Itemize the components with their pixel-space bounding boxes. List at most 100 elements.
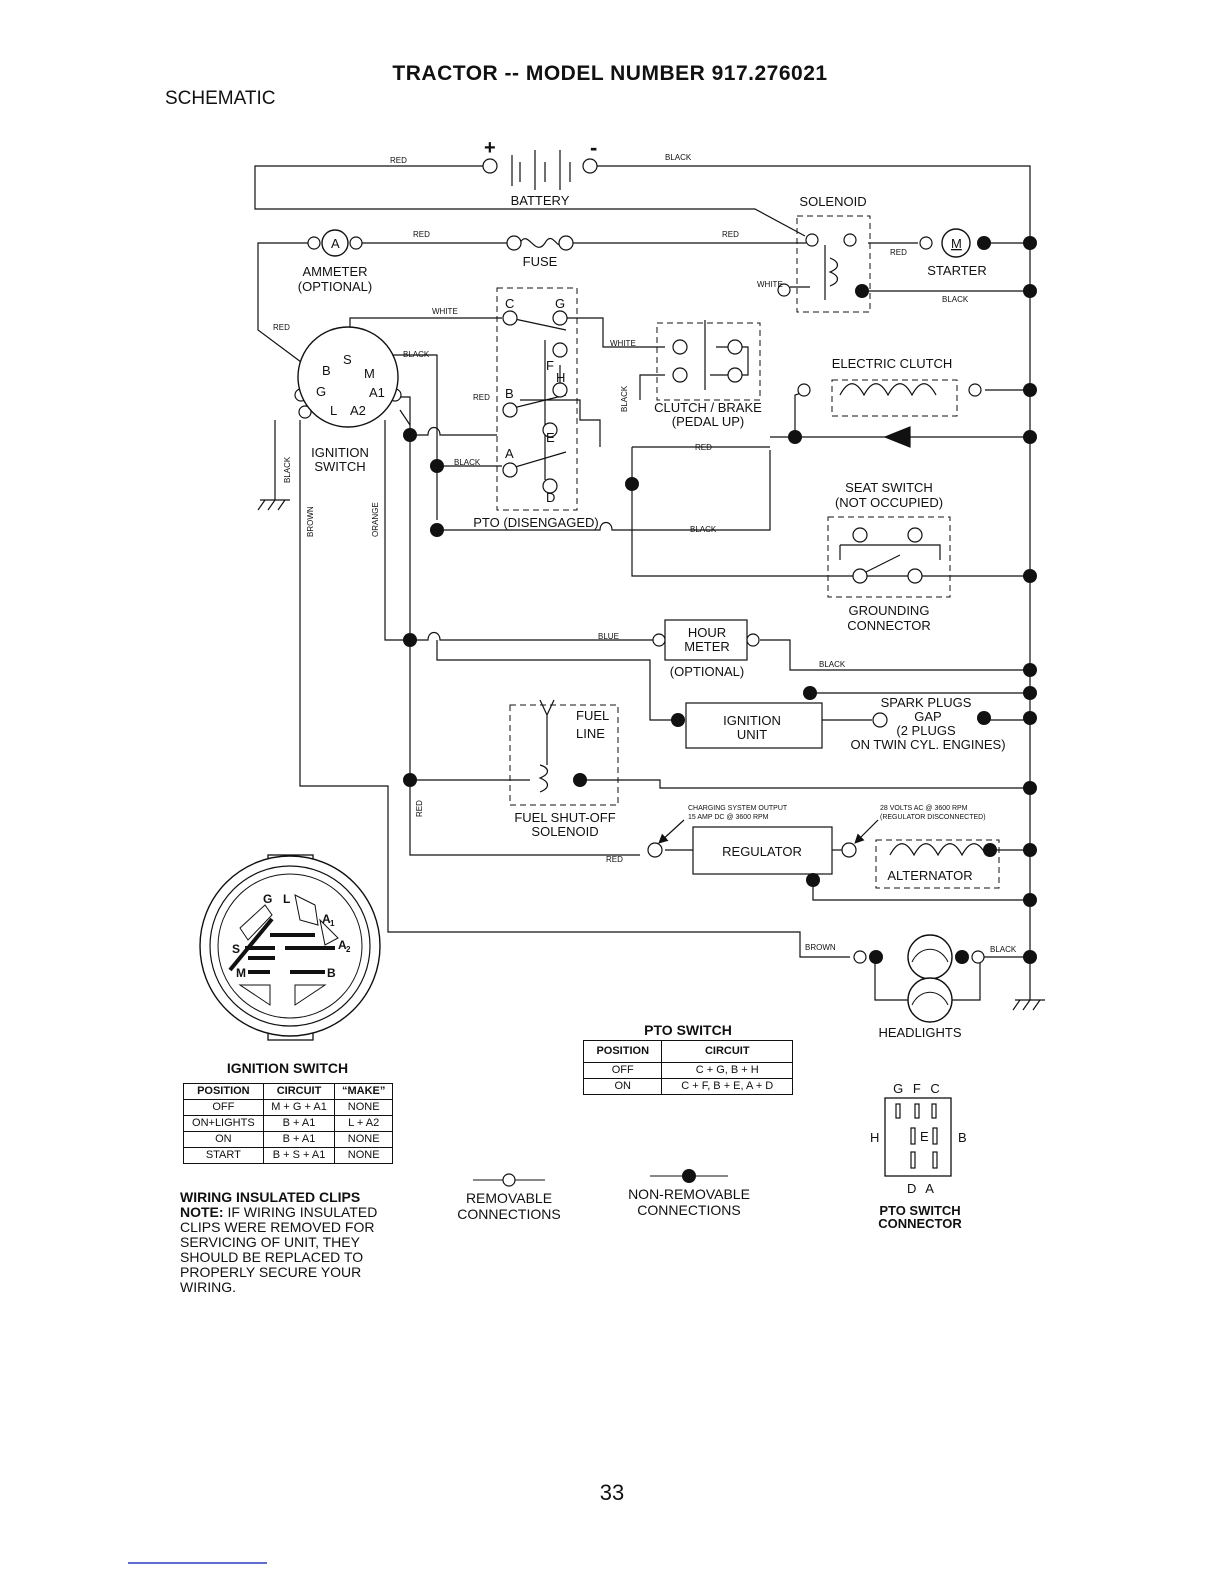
wire-label-white: WHITE — [757, 280, 783, 289]
headlight-filaments — [911, 948, 949, 1006]
pto-connector-bottom: D A — [907, 1181, 937, 1196]
spark-plugs-label-4: ON TWIN CYL. ENGINES) — [850, 737, 1005, 752]
pto-terminal-b: B — [505, 386, 514, 401]
wire-label-red: RED — [413, 230, 430, 239]
seat-switch-label: SEAT SWITCH — [845, 480, 933, 495]
grounding-label-1: GROUNDING — [849, 603, 930, 618]
note-heading: WIRING INSULATED CLIPS — [180, 1189, 361, 1205]
table-row: OFF C + G, B + H — [582, 1062, 793, 1079]
ignition-table-title: IGNITION SWITCH — [226, 1060, 349, 1076]
charging-notes: CHARGING SYSTEM OUTPUT 15 AMP DC @ 3600 … — [688, 805, 986, 821]
table-cell: L + A2 — [334, 1115, 393, 1132]
face-a1: A — [322, 912, 331, 926]
alternator-label: ALTERNATOR — [887, 868, 972, 883]
page-title: TRACTOR -- MODEL NUMBER 917.276021 — [392, 62, 827, 85]
wire-label-black: BLACK — [454, 458, 481, 467]
table-cell: NONE — [334, 1131, 393, 1148]
hour-meter-label-2: METER — [684, 639, 730, 654]
headlights-label: HEADLIGHTS — [878, 1025, 961, 1040]
hour-meter-label-1: HOUR — [688, 625, 726, 640]
wire-label-black: BLACK — [690, 525, 717, 534]
ign-terminal-m: M — [364, 366, 375, 381]
table-cell: ON — [582, 1078, 663, 1095]
spark-plugs-label-1: SPARK PLUGS — [881, 695, 972, 710]
ignition-unit-label-1: IGNITION — [723, 713, 781, 728]
component-labels: BATTERY SOLENOID AMMETER (OPTIONAL) FUSE… — [298, 193, 1006, 1040]
note-text: IF WIRING INSULATED CLIPS WERE REMOVED F… — [180, 1204, 378, 1295]
table-cell: NONE — [334, 1147, 393, 1164]
wire-label-blue: BLUE — [598, 632, 619, 641]
table-row: ON B + A1 NONE — [183, 1131, 393, 1148]
not-occupied-label: (NOT OCCUPIED) — [835, 495, 943, 510]
header-position: POSITION — [183, 1083, 264, 1100]
starter-m: M — [951, 236, 962, 251]
wire-label-red: RED — [695, 443, 712, 452]
wire-label-black: BLACK — [403, 350, 430, 359]
non-removable-connectors — [403, 236, 1037, 964]
note-body: NOTE: IF WIRING INSULATED CLIPS WERE REM… — [180, 1205, 405, 1295]
ac-volts-label-1: 28 VOLTS AC @ 3600 RPM — [880, 805, 968, 812]
face-s: S — [232, 942, 240, 956]
pto-terminal-d: D — [546, 490, 555, 505]
table-cell: ON — [183, 1131, 264, 1148]
pto-connector-center: E — [920, 1129, 929, 1144]
wire-label-red: RED — [473, 393, 490, 402]
ign-terminal-b: B — [322, 363, 331, 378]
wire-label-black: BLACK — [665, 153, 692, 162]
legend: REMOVABLE CONNECTIONS NON-REMOVABLE CONN… — [457, 1169, 750, 1222]
ammeter-label: AMMETER — [303, 264, 368, 279]
wire-label-black: BLACK — [990, 945, 1017, 954]
note-prefix: NOTE: — [180, 1204, 224, 1220]
battery-label: BATTERY — [511, 193, 570, 208]
wire-label-black: BLACK — [819, 660, 846, 669]
table-row: ON C + F, B + E, A + D — [582, 1078, 793, 1095]
fuel-solenoid-label-1: FUEL SHUT-OFF — [514, 810, 615, 825]
table-header-row: POSITION CIRCUIT — [582, 1040, 793, 1063]
charging-output-label-2: 15 AMP DC @ 3600 RPM — [688, 814, 769, 821]
table-cell: OFF — [183, 1099, 264, 1116]
fuel-solenoid-label-2: SOLENOID — [531, 824, 598, 839]
face-b: B — [327, 966, 336, 980]
pto-terminal-c: C — [505, 296, 514, 311]
removable-label-2: CONNECTIONS — [457, 1206, 560, 1222]
spark-plugs-label-3: (2 PLUGS — [896, 723, 956, 738]
wire-label-black: BLACK — [942, 295, 969, 304]
face-g: G — [263, 892, 272, 906]
fuel-line-label-2: LINE — [576, 726, 605, 741]
ignition-switch-label-1: IGNITION — [311, 445, 369, 460]
table-cell: B + A1 — [262, 1131, 336, 1148]
battery-negative: - — [590, 135, 597, 160]
pto-table-title: PTO SWITCH — [644, 1022, 732, 1038]
ign-terminal-a2: A2 — [350, 403, 366, 418]
ammeter-a: A — [331, 236, 340, 251]
pto-switch-connector: G F C H E B D A PTO SWITCH CONNECTOR — [870, 1081, 967, 1231]
grounding-label-2: CONNECTOR — [847, 618, 931, 633]
ign-terminal-l: L — [330, 403, 337, 418]
header-circuit: CIRCUIT — [262, 1083, 336, 1100]
ignition-unit-label-2: UNIT — [737, 727, 767, 742]
table-cell: START — [183, 1147, 264, 1164]
fuse-label: FUSE — [523, 254, 558, 269]
table-cell: ON+LIGHTS — [183, 1115, 264, 1132]
wire-label-white: WHITE — [610, 339, 636, 348]
page-number: 33 — [600, 1480, 624, 1505]
table-cell: M + G + A1 — [262, 1099, 336, 1116]
wire-label-red: RED — [390, 156, 407, 165]
table-cell: OFF — [582, 1062, 663, 1079]
solenoid-label: SOLENOID — [799, 194, 866, 209]
wire-label-red: RED — [890, 248, 907, 257]
dashed-housings — [496, 215, 1000, 889]
wire-label-black-vertical: BLACK — [620, 385, 629, 412]
face-l: L — [283, 892, 290, 906]
pto-connector-right: B — [958, 1130, 967, 1145]
non-removable-label-1: NON-REMOVABLE — [628, 1186, 750, 1202]
section-title: SCHEMATIC — [165, 88, 275, 109]
ign-terminal-s: S — [343, 352, 352, 367]
table-row: OFF M + G + A1 NONE — [183, 1099, 393, 1116]
wire-label-red: RED — [606, 855, 623, 864]
ignition-switch-table: POSITION CIRCUIT “MAKE” OFF M + G + A1 N… — [183, 1083, 393, 1164]
starter-label: STARTER — [927, 263, 986, 278]
ammeter-optional-label: (OPTIONAL) — [298, 279, 372, 294]
charging-output-label-1: CHARGING SYSTEM OUTPUT — [688, 805, 788, 812]
spark-plugs-label-2: GAP — [914, 709, 941, 724]
